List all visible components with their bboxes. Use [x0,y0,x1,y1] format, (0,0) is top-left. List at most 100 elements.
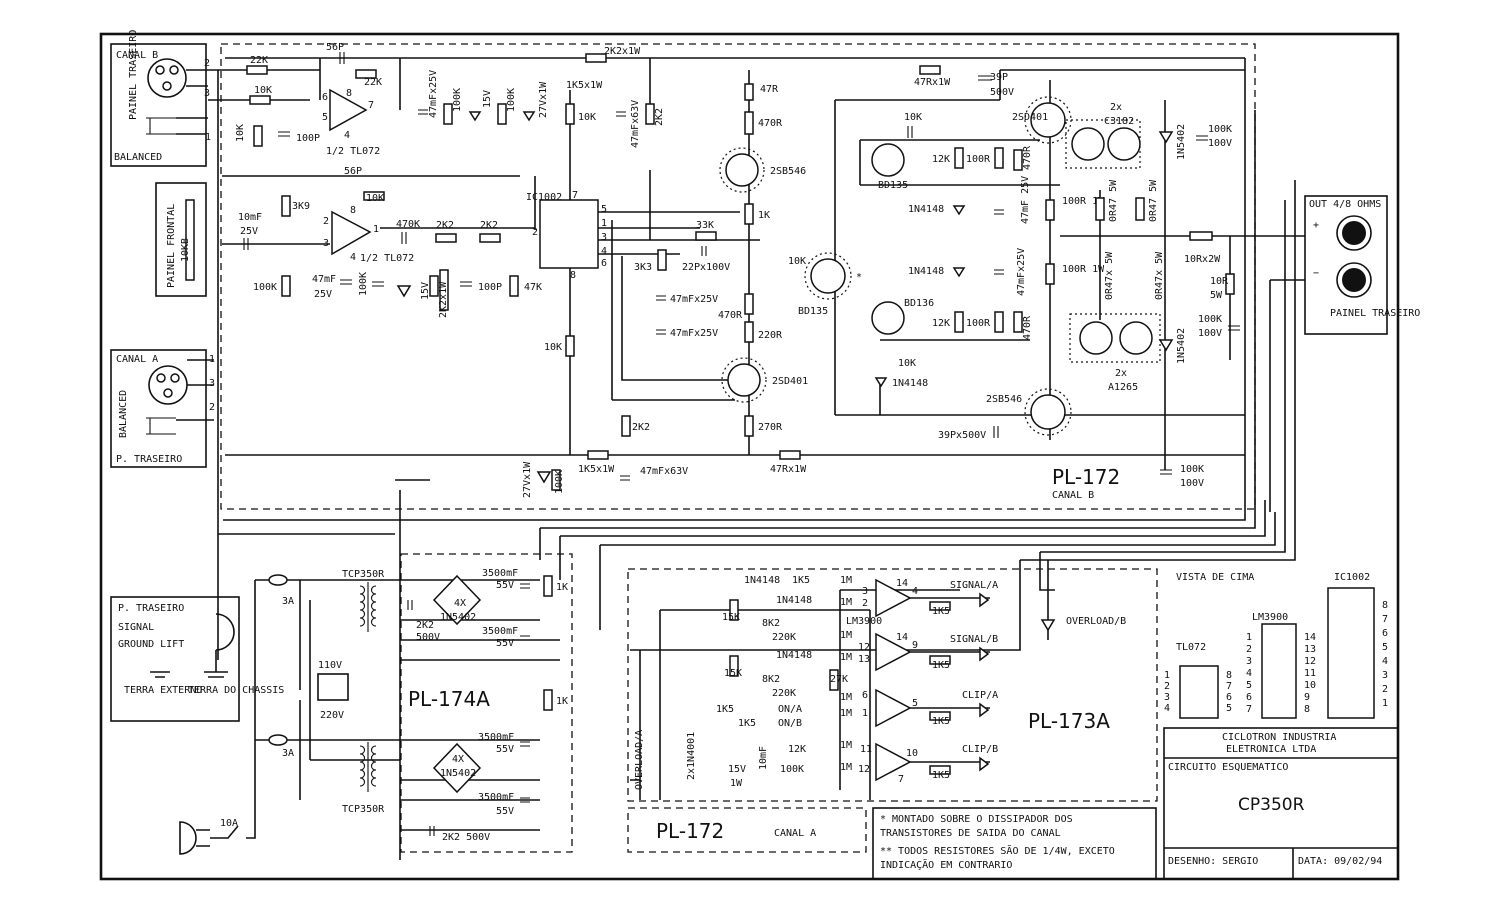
svg-text:220K: 220K [772,632,796,643]
svg-text:47mF: 47mF [312,274,336,285]
svg-text:100V: 100V [1180,478,1204,489]
interconnect-bus [217,180,1296,860]
svg-text:6: 6 [862,690,868,701]
svg-text:1M: 1M [840,692,852,703]
svg-text:220R: 220R [758,330,783,341]
svg-text:1K: 1K [758,210,770,221]
svg-text:1: 1 [862,708,868,719]
svg-text:47R: 47R [760,84,779,95]
svg-text:10K: 10K [544,342,562,353]
svg-text:47mFx25V: 47mFx25V [670,328,718,339]
svg-text:11: 11 [860,744,872,755]
svg-text:100K: 100K [780,764,804,775]
svg-text:2K2: 2K2 [416,620,434,631]
svg-text:3: 3 [323,238,329,249]
ic1002-pin: 7 [1382,614,1388,625]
svg-text:470R: 470R [718,310,743,321]
lm3900-pin: 6 [1246,692,1252,703]
svg-text:PAINEL FRONTAL: PAINEL FRONTAL [166,204,177,288]
svg-text:2K2: 2K2 [480,220,498,231]
svg-text:3: 3 [862,586,868,597]
svg-text:220K: 220K [772,688,796,699]
canal-b-connector: CANAL B PAINEL TRASEIRO BALANCED 2 3 1 [110,30,211,167]
svg-text:2SD401: 2SD401 [772,376,808,387]
svg-text:CANAL B: CANAL B [116,50,158,61]
svg-text:10Rx2W: 10Rx2W [1184,254,1221,265]
lm3900-pin: 11 [1304,668,1316,679]
svg-text:10mF: 10mF [238,212,262,223]
svg-text:1: 1 [373,224,379,235]
svg-text:100V: 100V [1198,328,1222,339]
svg-text:0R47 5W: 0R47 5W [1148,179,1159,222]
svg-text:12: 12 [858,764,870,775]
ic1002-pin: 8 [1382,600,1388,611]
power-supply: 3A 3A TCP350R TCP350R 110V 220V 10A 4X 1… [179,568,568,855]
svg-text:CIRCUITO ESQUEMATICO: CIRCUITO ESQUEMATICO [1168,762,1288,773]
svg-text:2: 2 [532,227,538,238]
svg-text:OVERLOAD/B: OVERLOAD/B [1066,616,1126,627]
svg-text:100R 1W: 100R 1W [1062,264,1105,275]
svg-text:15V: 15V [728,764,746,775]
svg-text:TCP350R: TCP350R [342,804,385,815]
svg-text:100K: 100K [554,470,565,494]
lm3900-pin: 14 [1304,632,1316,643]
svg-text:25V: 25V [240,226,258,237]
svg-text:1K5x1W: 1K5x1W [566,80,603,91]
svg-text:25V: 25V [314,289,332,300]
svg-text:P. TRASEIRO: P. TRASEIRO [118,603,184,614]
board-pl174a-outline [400,553,573,853]
svg-text:470R: 470R [1022,145,1033,170]
svg-text:IC1002: IC1002 [526,192,562,203]
ic1002-pin: 6 [1382,628,1388,639]
svg-text:5: 5 [601,204,607,215]
svg-text:0R47x 5W: 0R47x 5W [1104,251,1115,300]
svg-text:LM3900: LM3900 [846,616,882,627]
svg-text:8: 8 [570,270,576,281]
svg-text:47mFx63V: 47mFx63V [640,466,688,477]
svg-text:TL072: TL072 [1176,642,1206,653]
svg-text:1N5402: 1N5402 [1176,328,1187,364]
svg-text:1: 1 [205,132,211,143]
svg-text:5: 5 [912,698,918,709]
svg-text:3: 3 [209,378,215,389]
svg-text:1N5402: 1N5402 [440,768,476,779]
svg-text:1: 1 [209,354,215,365]
svg-text:10K: 10K [898,358,916,369]
svg-text:7: 7 [368,100,374,111]
svg-text:2x: 2x [1115,368,1127,379]
svg-text:IC1002: IC1002 [1334,572,1370,583]
tl072-pin: 5 [1226,703,1232,714]
svg-text:47Rx1W: 47Rx1W [914,77,951,88]
svg-text:56P: 56P [344,166,362,177]
svg-text:TCP350R: TCP350R [342,569,385,580]
svg-text:1M: 1M [840,762,852,773]
svg-text:BD135: BD135 [878,180,908,191]
svg-text:55V: 55V [496,580,514,591]
svg-text:SIGNAL/B: SIGNAL/B [950,634,998,645]
svg-text:100K: 100K [1180,464,1204,475]
lm3900-pin: 13 [1304,644,1316,655]
svg-text:3500mF: 3500mF [478,732,514,743]
svg-text:C3182: C3182 [1104,116,1134,127]
svg-text:2K2 500V: 2K2 500V [442,832,490,843]
canal-a-connector: CANAL A BALANCED P. TRASEIRO 1 3 2 [110,349,215,468]
sheet-border [99,32,1400,881]
svg-text:ELETRONICA LTDA: ELETRONICA LTDA [1226,744,1316,755]
svg-text:INDICAÇÃO EM CONTRARIO: INDICAÇÃO EM CONTRARIO [880,858,1012,871]
svg-text:1N5402: 1N5402 [1176,124,1187,160]
lm3900-pin: 10 [1304,680,1316,691]
svg-text:47mF 25V: 47mF 25V [1020,176,1031,224]
svg-text:−: − [1313,268,1319,279]
svg-text:55V: 55V [496,638,514,649]
pinout-diagrams: VISTA DE CIMA IC1002 LM3900 TL072 123487… [1164,572,1388,719]
svg-text:2K2: 2K2 [654,108,665,126]
svg-text:47mFx25V: 47mFx25V [1016,248,1027,296]
svg-text:100R: 100R [966,318,991,329]
svg-text:8K2: 8K2 [762,618,780,629]
svg-text:100K: 100K [1198,314,1222,325]
svg-text:470K: 470K [396,219,420,230]
svg-text:8: 8 [346,88,352,99]
svg-text:1M: 1M [840,597,852,608]
svg-text:470R: 470R [1022,315,1033,340]
board-label-pl173a: PL-173A [1028,709,1110,733]
